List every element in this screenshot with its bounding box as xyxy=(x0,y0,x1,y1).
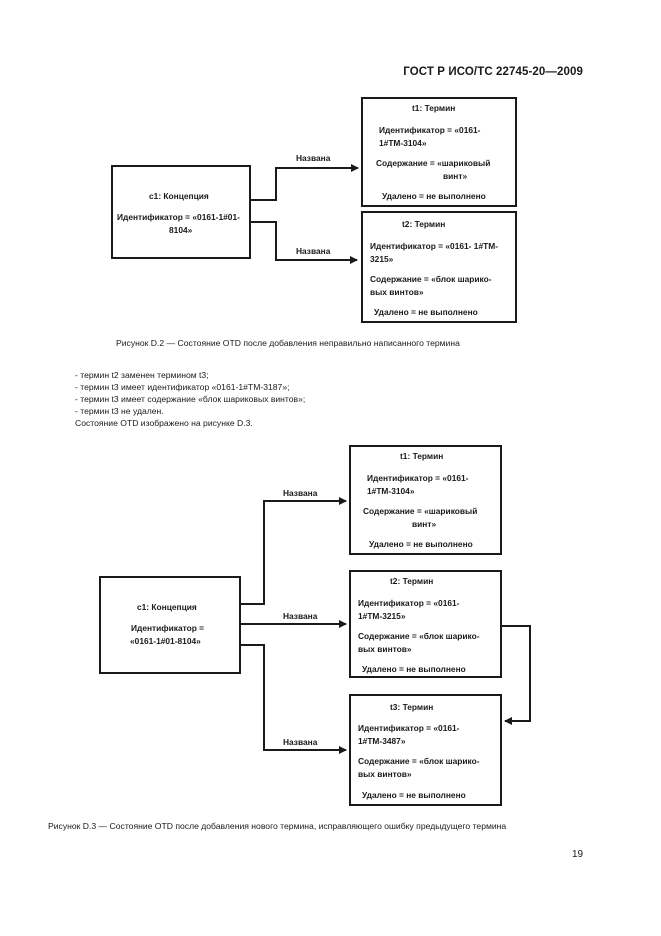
d3-link-label-2: Названа xyxy=(283,611,318,621)
body-list-item-4: - термин t3 не удален. xyxy=(75,406,164,416)
d2-link-label-1: Названа xyxy=(296,153,331,163)
d3-concept-line2: «0161-1#01-8104» xyxy=(130,636,201,646)
figure-d2-caption: Рисунок D.2 — Состояние OTD после добавл… xyxy=(116,338,460,348)
d2-term2-id2: 3215» xyxy=(370,254,394,264)
d3-replace-connector xyxy=(501,625,531,725)
d2-term1-box: t1: Термин Идентификатор = «0161- 1#ТМ-3… xyxy=(361,97,517,207)
d3-term2-id1: Идентификатор = «0161- xyxy=(358,598,460,608)
d2-term2-id1: Идентификатор = «0161- 1#ТМ- xyxy=(370,241,498,251)
d3-term3-id1: Идентификатор = «0161- xyxy=(358,723,460,733)
body-list-item-3: - термин t3 имеет содержание «блок шарик… xyxy=(75,394,306,404)
d2-concept-line1: Идентификатор = «0161-1#01- xyxy=(117,212,240,222)
body-list-item-2: - термин t3 имеет идентификатор «0161-1#… xyxy=(75,382,290,392)
d2-term2-deleted: Удалено = не выполнено xyxy=(374,307,478,317)
d3-term2-deleted: Удалено = не выполнено xyxy=(362,664,466,674)
d2-connector-to-t2 xyxy=(250,221,358,264)
d3-term2-box: t2: Термин Идентификатор = «0161- 1#ТМ-3… xyxy=(349,570,502,678)
d3-term2-title: t2: Термин xyxy=(390,576,434,586)
d3-concept-box: c1: Концепция Идентификатор = «0161-1#01… xyxy=(99,576,241,674)
d3-connector-to-t1 xyxy=(240,497,347,605)
d3-term2-content1: Содержание = «блок шарико- xyxy=(358,631,480,641)
d3-link-label-3: Названа xyxy=(283,737,318,747)
body-summary: Состояние OTD изображено на рисунке D.3. xyxy=(75,418,253,428)
d3-term1-content1: Содержание = «шариковый xyxy=(363,506,478,516)
d2-term1-id2: 1#ТМ-3104» xyxy=(379,138,427,148)
d2-term1-title: t1: Термин xyxy=(412,103,456,113)
figure-d3-caption: Рисунок D.3 — Состояние OTD после добавл… xyxy=(48,821,507,831)
d3-connector-to-t3 xyxy=(240,644,347,754)
d2-term1-content1: Содержание = «шариковый xyxy=(376,158,491,168)
d3-term1-id2: 1#ТМ-3104» xyxy=(367,486,415,496)
d3-link-label-1: Названа xyxy=(283,488,318,498)
d2-term1-deleted: Удалено = не выполнено xyxy=(382,191,486,201)
document-code: ГОСТ Р ИСО/ТС 22745-20—2009 xyxy=(403,66,583,78)
d2-term1-id1: Идентификатор = «0161- xyxy=(379,125,481,135)
d3-term1-deleted: Удалено = не выполнено xyxy=(369,539,473,549)
d2-term2-box: t2: Термин Идентификатор = «0161- 1#ТМ- … xyxy=(361,211,517,323)
d2-term2-content1: Содержание = «блок шарико- xyxy=(370,274,492,284)
d2-concept-title: c1: Концепция xyxy=(149,191,209,201)
d3-term1-id1: Идентификатор = «0161- xyxy=(367,473,469,483)
d2-concept-line2: 8104» xyxy=(169,225,193,235)
d3-term3-content1: Содержание = «блок шарико- xyxy=(358,756,480,766)
d3-concept-title: c1: Концепция xyxy=(137,602,197,612)
d3-term3-content2: вых винтов» xyxy=(358,769,412,779)
d3-term3-box: t3: Термин Идентификатор = «0161- 1#ТМ-3… xyxy=(349,694,502,806)
page-number: 19 xyxy=(572,849,584,860)
d2-link-label-2: Названа xyxy=(296,246,331,256)
d3-term1-box: t1: Термин Идентификатор = «0161- 1#ТМ-3… xyxy=(349,445,502,555)
d2-term1-content2: винт» xyxy=(443,171,468,181)
d2-connector-to-t1 xyxy=(250,164,359,201)
d3-term2-id2: 1#ТМ-3215» xyxy=(358,611,406,621)
d3-concept-line1: Идентификатор = xyxy=(131,623,205,633)
d3-term3-deleted: Удалено = не выполнено xyxy=(362,790,466,800)
body-list-item-1: - термин t2 заменен термином t3; xyxy=(75,370,209,380)
d3-term1-title: t1: Термин xyxy=(400,451,444,461)
d2-term2-content2: вых винтов» xyxy=(370,287,424,297)
d2-concept-box: c1: Концепция Идентификатор = «0161-1#01… xyxy=(111,165,251,259)
d3-term1-content2: винт» xyxy=(412,519,437,529)
d3-term2-content2: вых винтов» xyxy=(358,644,412,654)
d2-term2-title: t2: Термин xyxy=(402,219,446,229)
d3-term3-id2: 1#ТМ-3487» xyxy=(358,736,406,746)
d3-term3-title: t3: Термин xyxy=(390,702,434,712)
